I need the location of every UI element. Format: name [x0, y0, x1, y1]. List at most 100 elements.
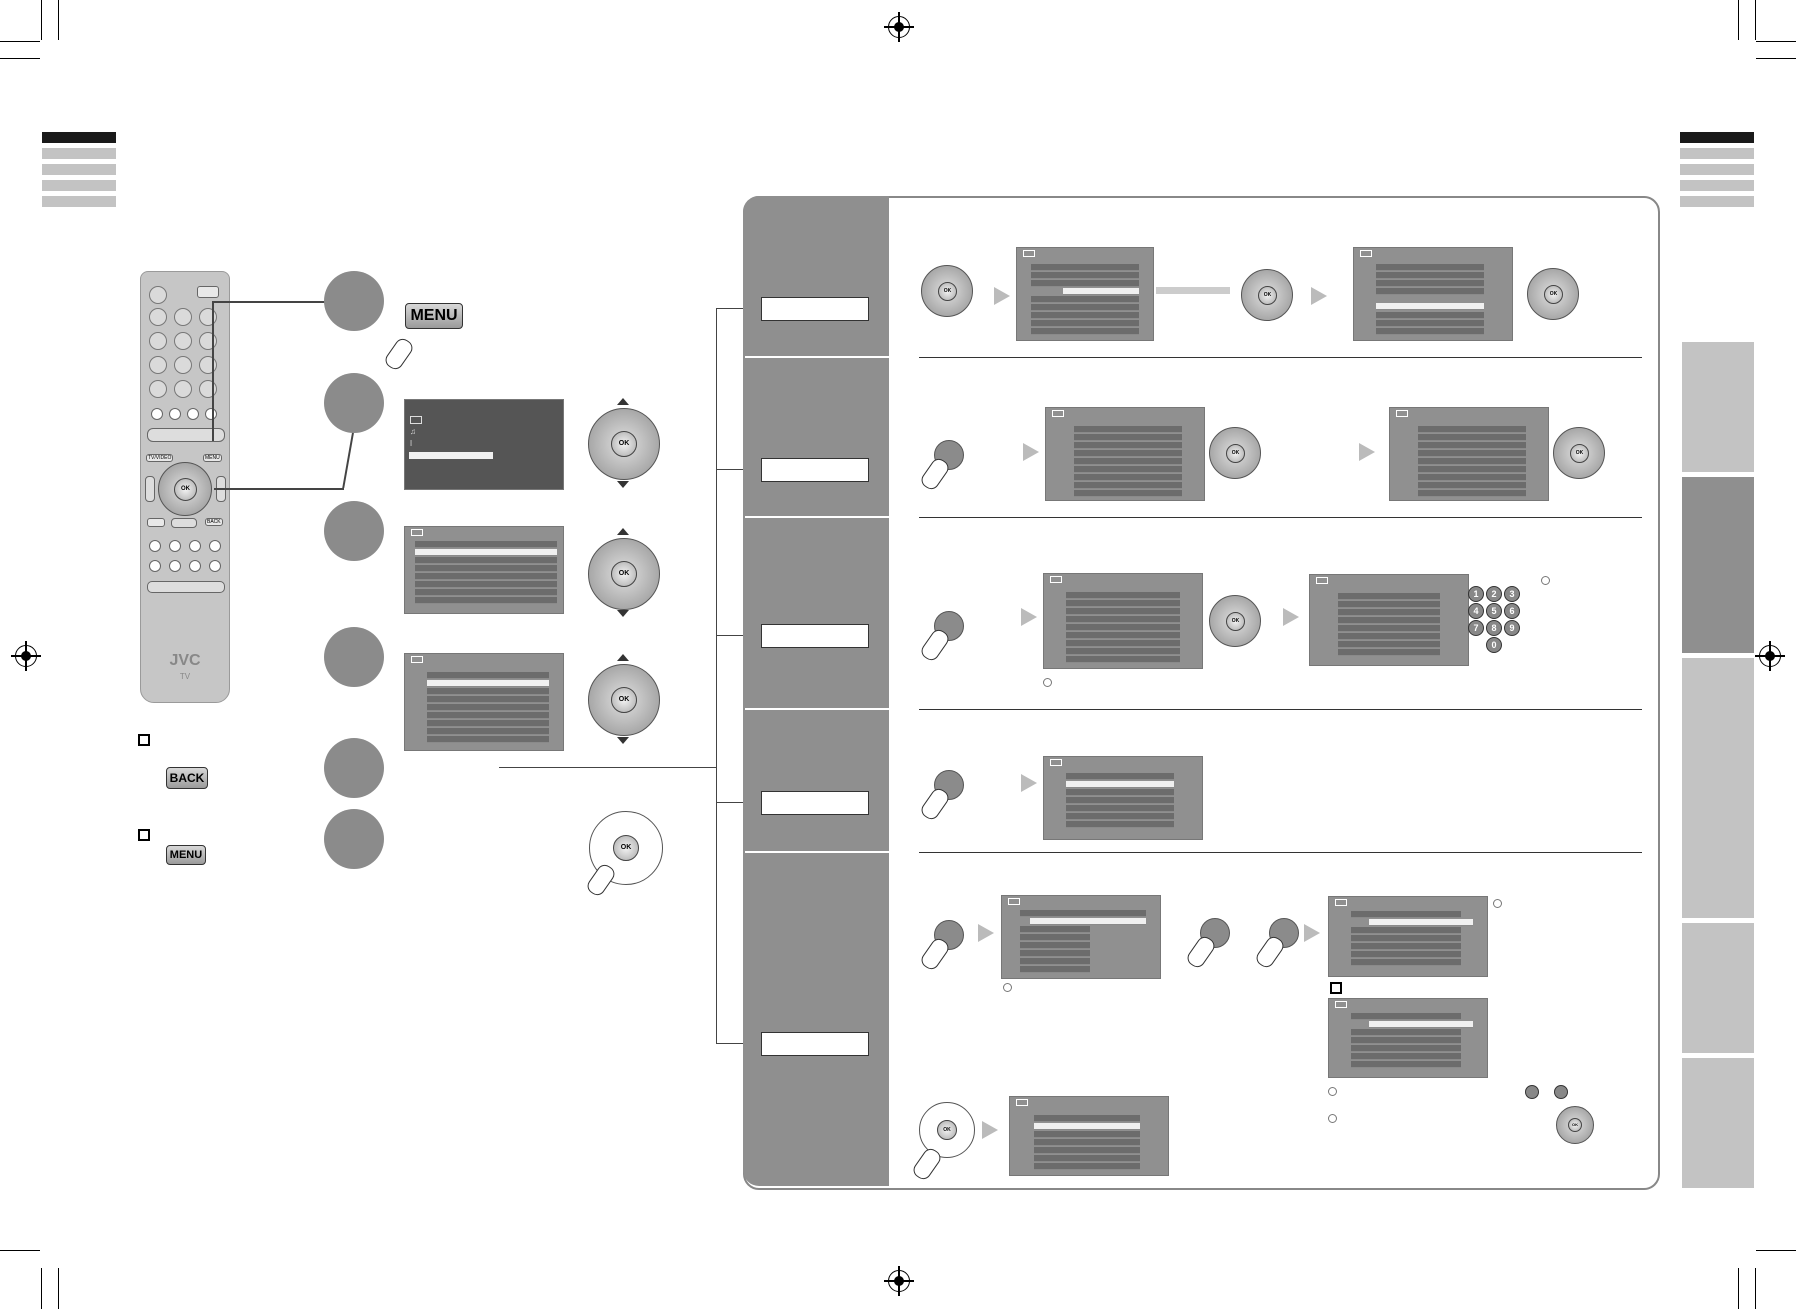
- menu-icon: [1050, 576, 1062, 583]
- number-button[interactable]: [174, 308, 192, 326]
- number-button[interactable]: [199, 332, 217, 350]
- setup-screen: [404, 526, 564, 614]
- up-arrow-icon: [617, 654, 629, 661]
- function-button[interactable]: [189, 540, 201, 552]
- pressing-hand-icon: [918, 770, 966, 823]
- menu-screen: [1001, 895, 1161, 979]
- crop-mark: [0, 41, 40, 42]
- registration-mark: [884, 1266, 914, 1296]
- number-button[interactable]: [149, 356, 167, 374]
- menu-row: [1066, 592, 1180, 599]
- menu-icon: [1335, 899, 1347, 906]
- sidebar-separator: [745, 708, 889, 710]
- color-button[interactable]: [187, 408, 199, 420]
- header-stripe: [42, 180, 116, 191]
- setting-label-box: [761, 458, 869, 482]
- ok-button-icon: OK: [613, 835, 639, 861]
- menu-row: [1376, 312, 1484, 319]
- tvvideo-button[interactable]: TV/VIDEO: [146, 454, 174, 462]
- number-key-0: 0: [1486, 637, 1502, 653]
- registration-mark: [11, 641, 41, 671]
- tv-button[interactable]: [197, 286, 219, 298]
- menu-screen: [1353, 247, 1513, 341]
- menu-row: [1031, 304, 1139, 311]
- section-tab[interactable]: [1682, 658, 1754, 918]
- next-arrow-icon: [1023, 443, 1039, 461]
- next-arrow-icon: [1359, 443, 1375, 461]
- menu-screen: [1043, 756, 1203, 840]
- color-key: [1554, 1085, 1568, 1099]
- number-button[interactable]: [199, 380, 217, 398]
- rocker-bar[interactable]: [147, 428, 225, 442]
- wide-button[interactable]: [171, 518, 197, 528]
- number-button[interactable]: [149, 332, 167, 350]
- number-button[interactable]: [199, 308, 217, 326]
- number-button[interactable]: [174, 356, 192, 374]
- function-button[interactable]: [189, 560, 201, 572]
- dpad-icon: OK: [589, 811, 663, 885]
- header-stripe: [1680, 164, 1754, 175]
- menu-screen: [1016, 247, 1154, 341]
- function-button[interactable]: [169, 560, 181, 572]
- menu-row: [1074, 450, 1182, 457]
- ok-button-icon: OK: [1226, 444, 1245, 463]
- next-arrow-icon: [982, 1121, 998, 1139]
- small-button[interactable]: [147, 518, 165, 527]
- color-button[interactable]: [169, 408, 181, 420]
- menu-row: [427, 712, 549, 719]
- menu-row: [1338, 625, 1440, 632]
- section-tab-active[interactable]: [1682, 477, 1754, 653]
- menu-row: [1418, 434, 1526, 441]
- function-button[interactable]: [149, 540, 161, 552]
- ok-button-icon: OK: [938, 282, 957, 301]
- function-button[interactable]: [209, 560, 221, 572]
- number-key-5: 5: [1486, 603, 1502, 619]
- section-tab[interactable]: [1682, 923, 1754, 1053]
- menu-row: [1066, 805, 1174, 812]
- menu-row: [1066, 813, 1174, 820]
- number-button[interactable]: [149, 380, 167, 398]
- power-button[interactable]: [149, 286, 167, 304]
- section-tab[interactable]: [1682, 342, 1754, 472]
- menu-row: [427, 728, 549, 735]
- menu-button[interactable]: MENU: [203, 454, 222, 462]
- menu-row: [1338, 593, 1440, 600]
- menu-screen: [1043, 573, 1203, 669]
- left-key[interactable]: [145, 476, 155, 502]
- menu-icon: [1052, 410, 1064, 417]
- color-button[interactable]: [151, 408, 163, 420]
- function-button[interactable]: [209, 540, 221, 552]
- function-button[interactable]: [149, 560, 161, 572]
- dpad-icon: OK: [1209, 595, 1261, 647]
- pressing-hand-icon: [382, 320, 430, 373]
- dpad-icon: OK: [1527, 268, 1579, 320]
- function-button[interactable]: [169, 540, 181, 552]
- section-tab[interactable]: [1682, 1058, 1754, 1188]
- picture-menu-icon: [410, 416, 422, 424]
- remote-ok-button[interactable]: OK: [174, 478, 197, 501]
- back-key: BACK: [166, 767, 208, 789]
- color-button[interactable]: [205, 408, 217, 420]
- number-key-1: 1: [1468, 586, 1484, 602]
- number-button[interactable]: [149, 308, 167, 326]
- menu-row: [415, 581, 557, 588]
- number-button[interactable]: [174, 380, 192, 398]
- menu-row: [415, 589, 557, 596]
- number-button[interactable]: [199, 356, 217, 374]
- menu-row: [1034, 1123, 1140, 1130]
- back-button[interactable]: BACK: [205, 518, 223, 526]
- remote-dpad[interactable]: OK: [158, 462, 212, 516]
- menu-key: MENU: [405, 303, 463, 329]
- teletext-row[interactable]: [147, 581, 225, 593]
- menu-row: [427, 720, 549, 727]
- dpad-icon: OK: [1553, 427, 1605, 479]
- menu-row: [1351, 911, 1461, 918]
- next-arrow-icon: [1021, 608, 1037, 626]
- header-stripe: [1680, 148, 1754, 159]
- pressing-hand-icon: [584, 846, 632, 899]
- number-button[interactable]: [174, 332, 192, 350]
- remote-control: TV/VIDEO MENU OK BACK JVC TV: [140, 271, 230, 703]
- feature-menu-icon: ǀ: [410, 439, 413, 448]
- crop-mark: [58, 1268, 59, 1309]
- menu-screen: [1328, 998, 1488, 1078]
